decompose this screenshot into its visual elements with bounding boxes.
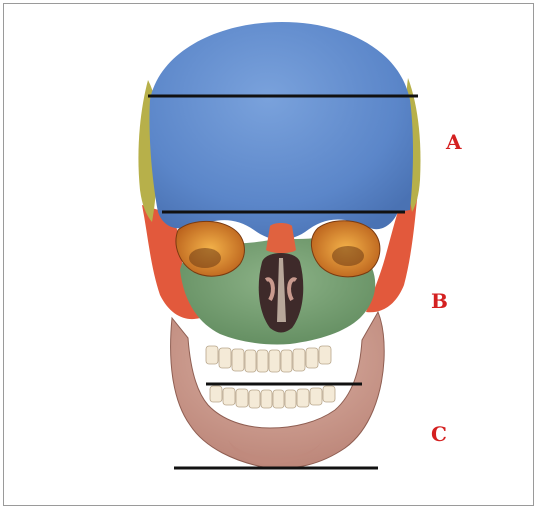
region-label-a: A (446, 132, 462, 152)
left-orbit-shadow (189, 248, 221, 268)
teeth (206, 346, 335, 408)
region-label-b: B (431, 291, 448, 311)
cranium-region (149, 22, 413, 240)
right-orbit-shadow (332, 246, 364, 266)
nasal-bone (266, 223, 296, 253)
region-label-c: C (431, 424, 447, 444)
